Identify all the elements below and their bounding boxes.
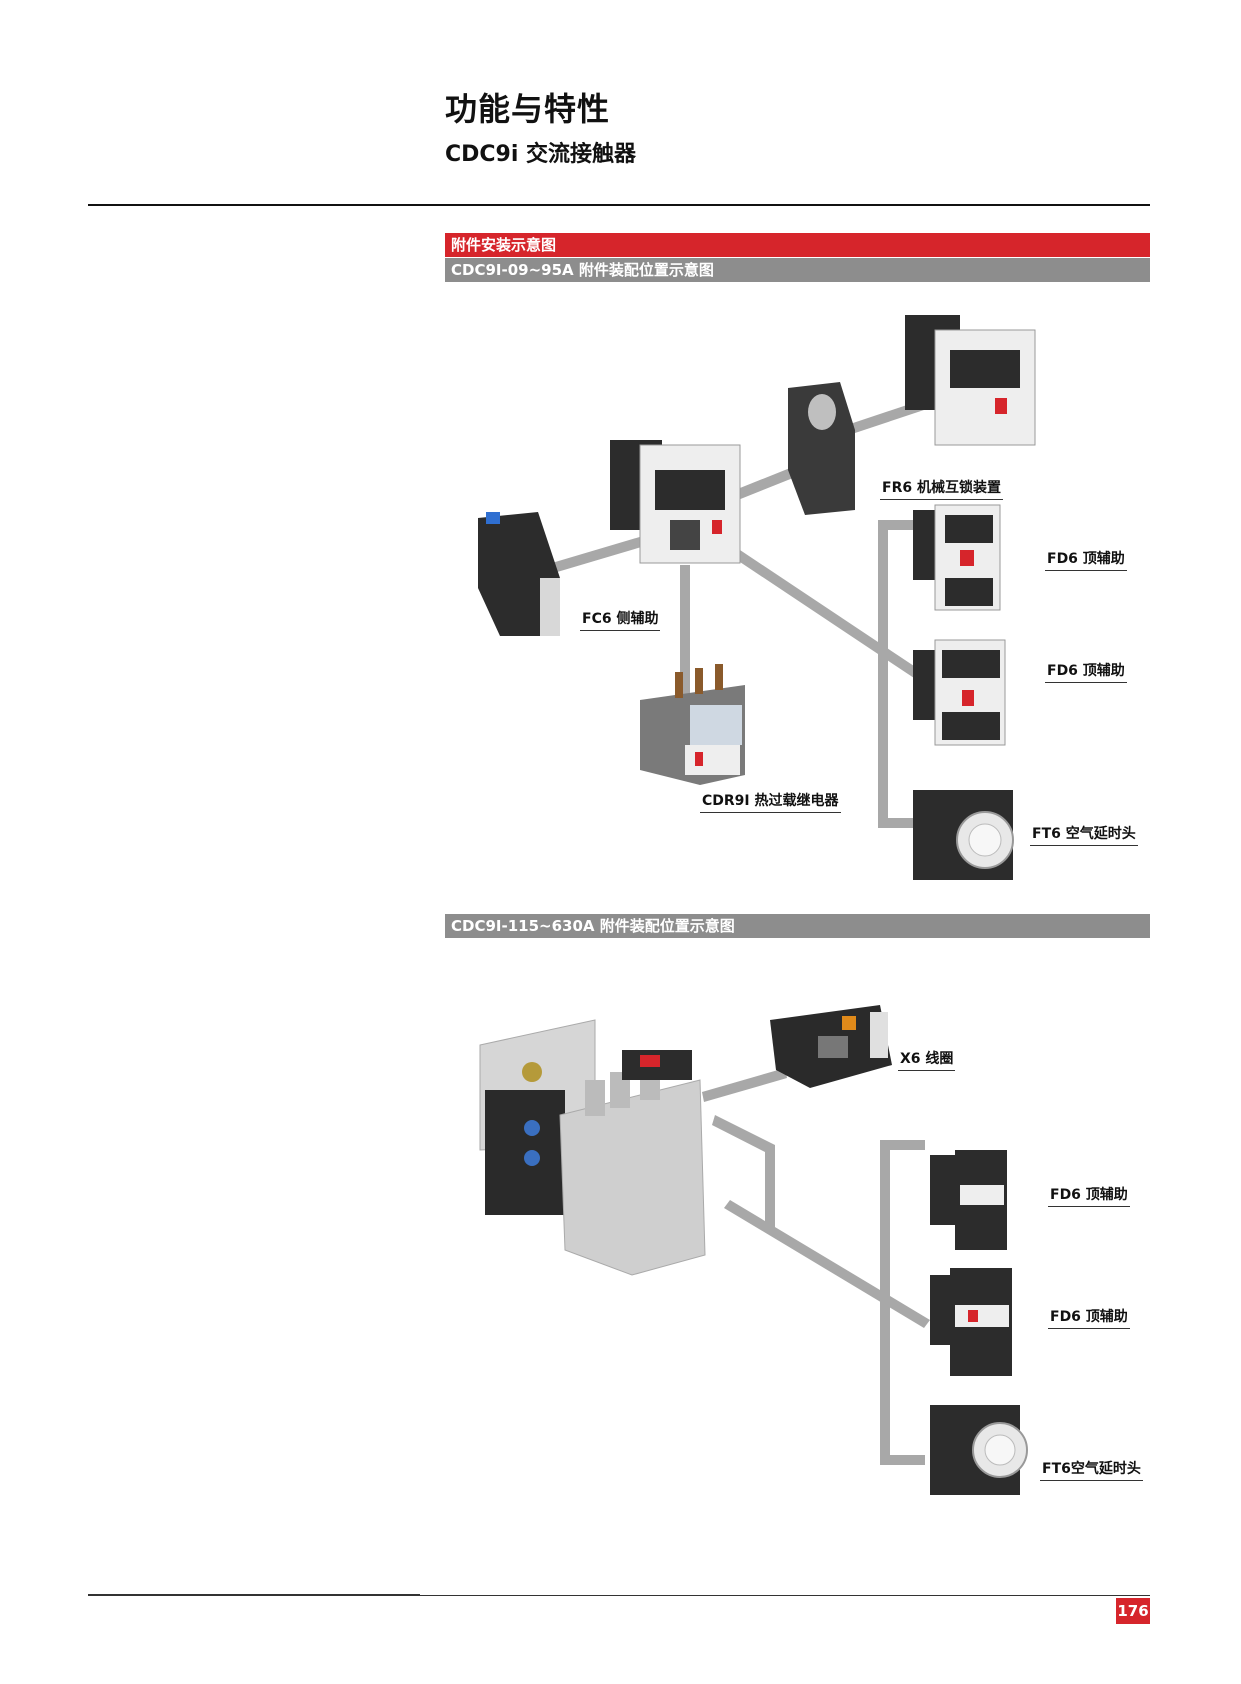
label-ft6: FT6 空气延时头	[1030, 823, 1138, 846]
footer-divider-accent	[88, 1594, 420, 1596]
label-cdr9i: CDR9I 热过载继电器	[700, 790, 841, 813]
section1-bar: CDC9I-09~95A 附件装配位置示意图	[445, 258, 1150, 282]
x6-coil-icon	[770, 1005, 892, 1088]
fr6-interlock-icon	[788, 382, 855, 515]
header-divider	[88, 204, 1150, 206]
fd6-device-icon	[930, 1268, 1012, 1376]
footer-divider	[88, 1595, 1150, 1596]
fc6-device-icon	[478, 512, 560, 636]
label-fr6: FR6 机械互锁装置	[880, 477, 1003, 500]
page-number: 176	[1116, 1598, 1150, 1624]
contactor-icon	[905, 315, 1036, 446]
main-section-bar: 附件安装示意图	[445, 233, 1150, 257]
label-ft6-2: FT6空气延时头	[1040, 1458, 1143, 1481]
label-fd6-top-2: FD6 顶辅助	[1048, 1184, 1130, 1207]
section2-connectors	[702, 1068, 930, 1465]
contactor-icon	[610, 440, 741, 564]
label-fc6: FC6 侧辅助	[580, 608, 661, 631]
ft6-timer-icon	[913, 790, 1014, 880]
label-fd6-top: FD6 顶辅助	[1045, 548, 1127, 571]
fd6-device-icon	[930, 1150, 1007, 1250]
cdr9i-relay-icon	[640, 664, 745, 785]
large-contactor-icon	[479, 1019, 706, 1276]
fd6-device-icon	[913, 639, 1006, 746]
label-fd6-mid-2: FD6 顶辅助	[1048, 1306, 1130, 1329]
fd6-device-icon	[913, 504, 1001, 611]
ft6-timer-icon	[930, 1405, 1028, 1495]
page-title: 功能与特性	[445, 90, 611, 128]
section2-bar: CDC9I-115~630A 附件装配位置示意图	[445, 914, 1150, 938]
label-fd6-mid: FD6 顶辅助	[1045, 660, 1127, 683]
page-subtitle: CDC9i 交流接触器	[445, 142, 637, 167]
label-x6: X6 线圈	[898, 1048, 956, 1071]
